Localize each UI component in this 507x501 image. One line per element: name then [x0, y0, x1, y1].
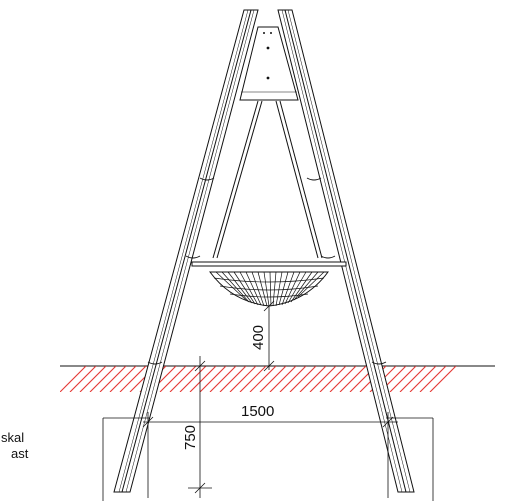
leg-spacing-dimension	[142, 412, 398, 498]
top-connector-plate	[239, 26, 299, 101]
seat-height-label: 400	[250, 325, 267, 350]
right-leg	[277, 9, 415, 493]
embed-depth-label: 750	[182, 425, 199, 450]
leg-spacing-label: 1500	[241, 403, 274, 420]
left-leg	[113, 9, 259, 493]
seat-height-dimension	[263, 300, 275, 372]
basket-seat	[191, 261, 347, 307]
note-line-1: skal	[1, 430, 25, 445]
ground-hatching	[60, 366, 457, 392]
annotation-note: skal ast	[0, 430, 28, 462]
note-line-2: ast	[11, 446, 29, 461]
embed-depth-dimension	[188, 356, 212, 498]
leg-joints	[147, 177, 387, 365]
swing-chains	[212, 100, 323, 259]
foundation-outline	[102, 417, 434, 501]
